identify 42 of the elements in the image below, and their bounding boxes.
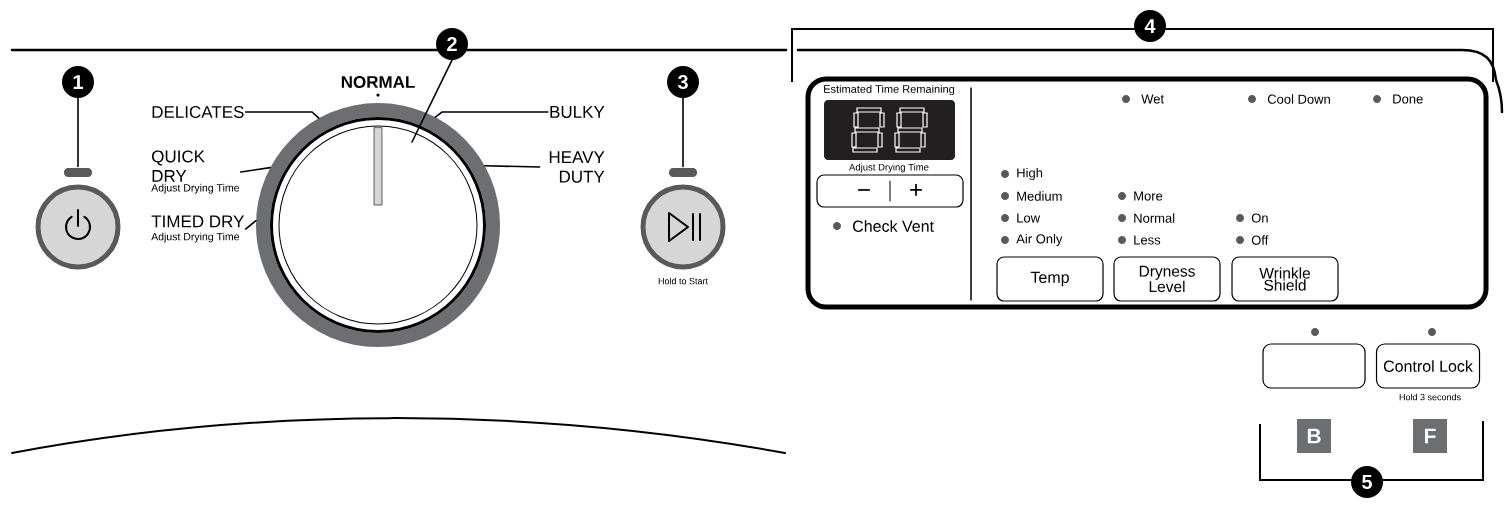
- panel-label: Low: [1017, 213, 1041, 223]
- cycle-label: QUICK DRY Adjust Drying Time: [151, 150, 239, 194]
- cycle-label: DELICATES: [152, 106, 244, 119]
- callout-number: 2: [436, 28, 468, 60]
- panel-label: Medium: [1017, 191, 1062, 201]
- node-label: Hold 3 seconds: [1399, 393, 1461, 401]
- leader-line: [244, 111, 320, 119]
- panel-label: High: [1017, 167, 1043, 181]
- option-button: Dryness Level: [1113, 256, 1221, 302]
- leader-line: [682, 97, 684, 168]
- cycle-label: TIMED DRY Adjust Drying Time: [151, 215, 244, 243]
- leader-line: [484, 164, 541, 168]
- letter-tag: F: [1413, 419, 1447, 453]
- leader-line: [77, 97, 79, 168]
- leader-line: [434, 111, 549, 118]
- panel-label: Less: [1134, 235, 1161, 245]
- leader-line: [411, 59, 453, 143]
- cycle-label: HEAVY DUTY: [549, 151, 605, 183]
- panel-label: NORMAL: [341, 76, 415, 89]
- panel-label: On: [1251, 213, 1268, 223]
- leader-line: [244, 219, 257, 230]
- callout-number: 5: [1351, 466, 1383, 498]
- callout-number: 4: [1134, 10, 1166, 42]
- panel-label: Estimated Time Remaining: [824, 84, 955, 96]
- panel-label: Wet: [1141, 94, 1164, 104]
- option-button: [1262, 343, 1366, 389]
- panel-label: More: [1134, 191, 1163, 201]
- callout-number: 3: [667, 66, 699, 98]
- option-button: Wrinkle Shield: [1231, 256, 1339, 302]
- control-lock-button: Control Lock: [1375, 343, 1481, 389]
- option-button: Temp: [996, 256, 1104, 302]
- leader-line: [239, 166, 271, 173]
- cycle-knob-drawing: [256, 103, 500, 347]
- cycle-label: BULKY: [550, 106, 605, 118]
- adjust-time-button: − +: [816, 174, 964, 208]
- letter-tag: B: [1297, 419, 1331, 453]
- panel-label: Done: [1393, 94, 1423, 104]
- callout-number: 1: [62, 66, 94, 98]
- panel-label: Cool Down: [1267, 94, 1330, 104]
- panel-label: Normal: [1134, 213, 1175, 223]
- panel-label: Off: [1251, 235, 1269, 245]
- node-label: Hold to Start: [658, 277, 708, 285]
